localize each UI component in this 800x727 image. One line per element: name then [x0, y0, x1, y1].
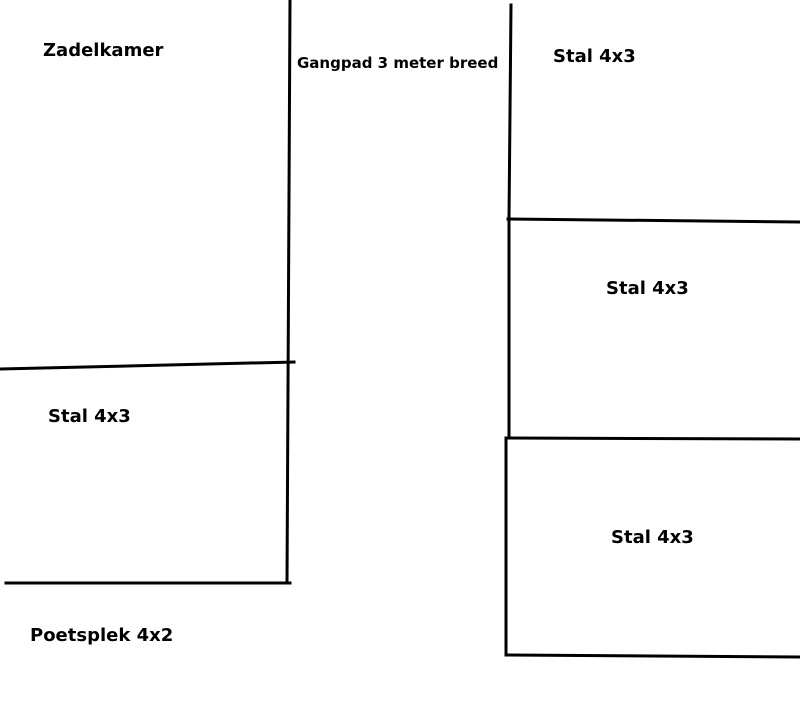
room-label-stal-right-3: Stal 4x3	[611, 527, 694, 548]
wall-right-bottom	[504, 653, 800, 659]
wall-left-vertical	[285, 0, 292, 585]
room-label-zadelkamer: Zadelkamer	[43, 40, 164, 61]
wall-stal-divider-2	[504, 436, 800, 441]
room-label-poetsplek: Poetsplek 4x2	[30, 625, 174, 646]
room-label-stal-right-2: Stal 4x3	[606, 278, 689, 299]
room-label-gangpad: Gangpad 3 meter breed	[297, 54, 499, 72]
room-label-stal-left: Stal 4x3	[48, 406, 131, 427]
room-label-stal-right-1: Stal 4x3	[553, 46, 636, 67]
wall-stal-divider-1	[506, 217, 800, 224]
wall-zadelkamer-stal-divider	[0, 360, 296, 371]
wall-right-upper-vertical	[507, 3, 513, 221]
